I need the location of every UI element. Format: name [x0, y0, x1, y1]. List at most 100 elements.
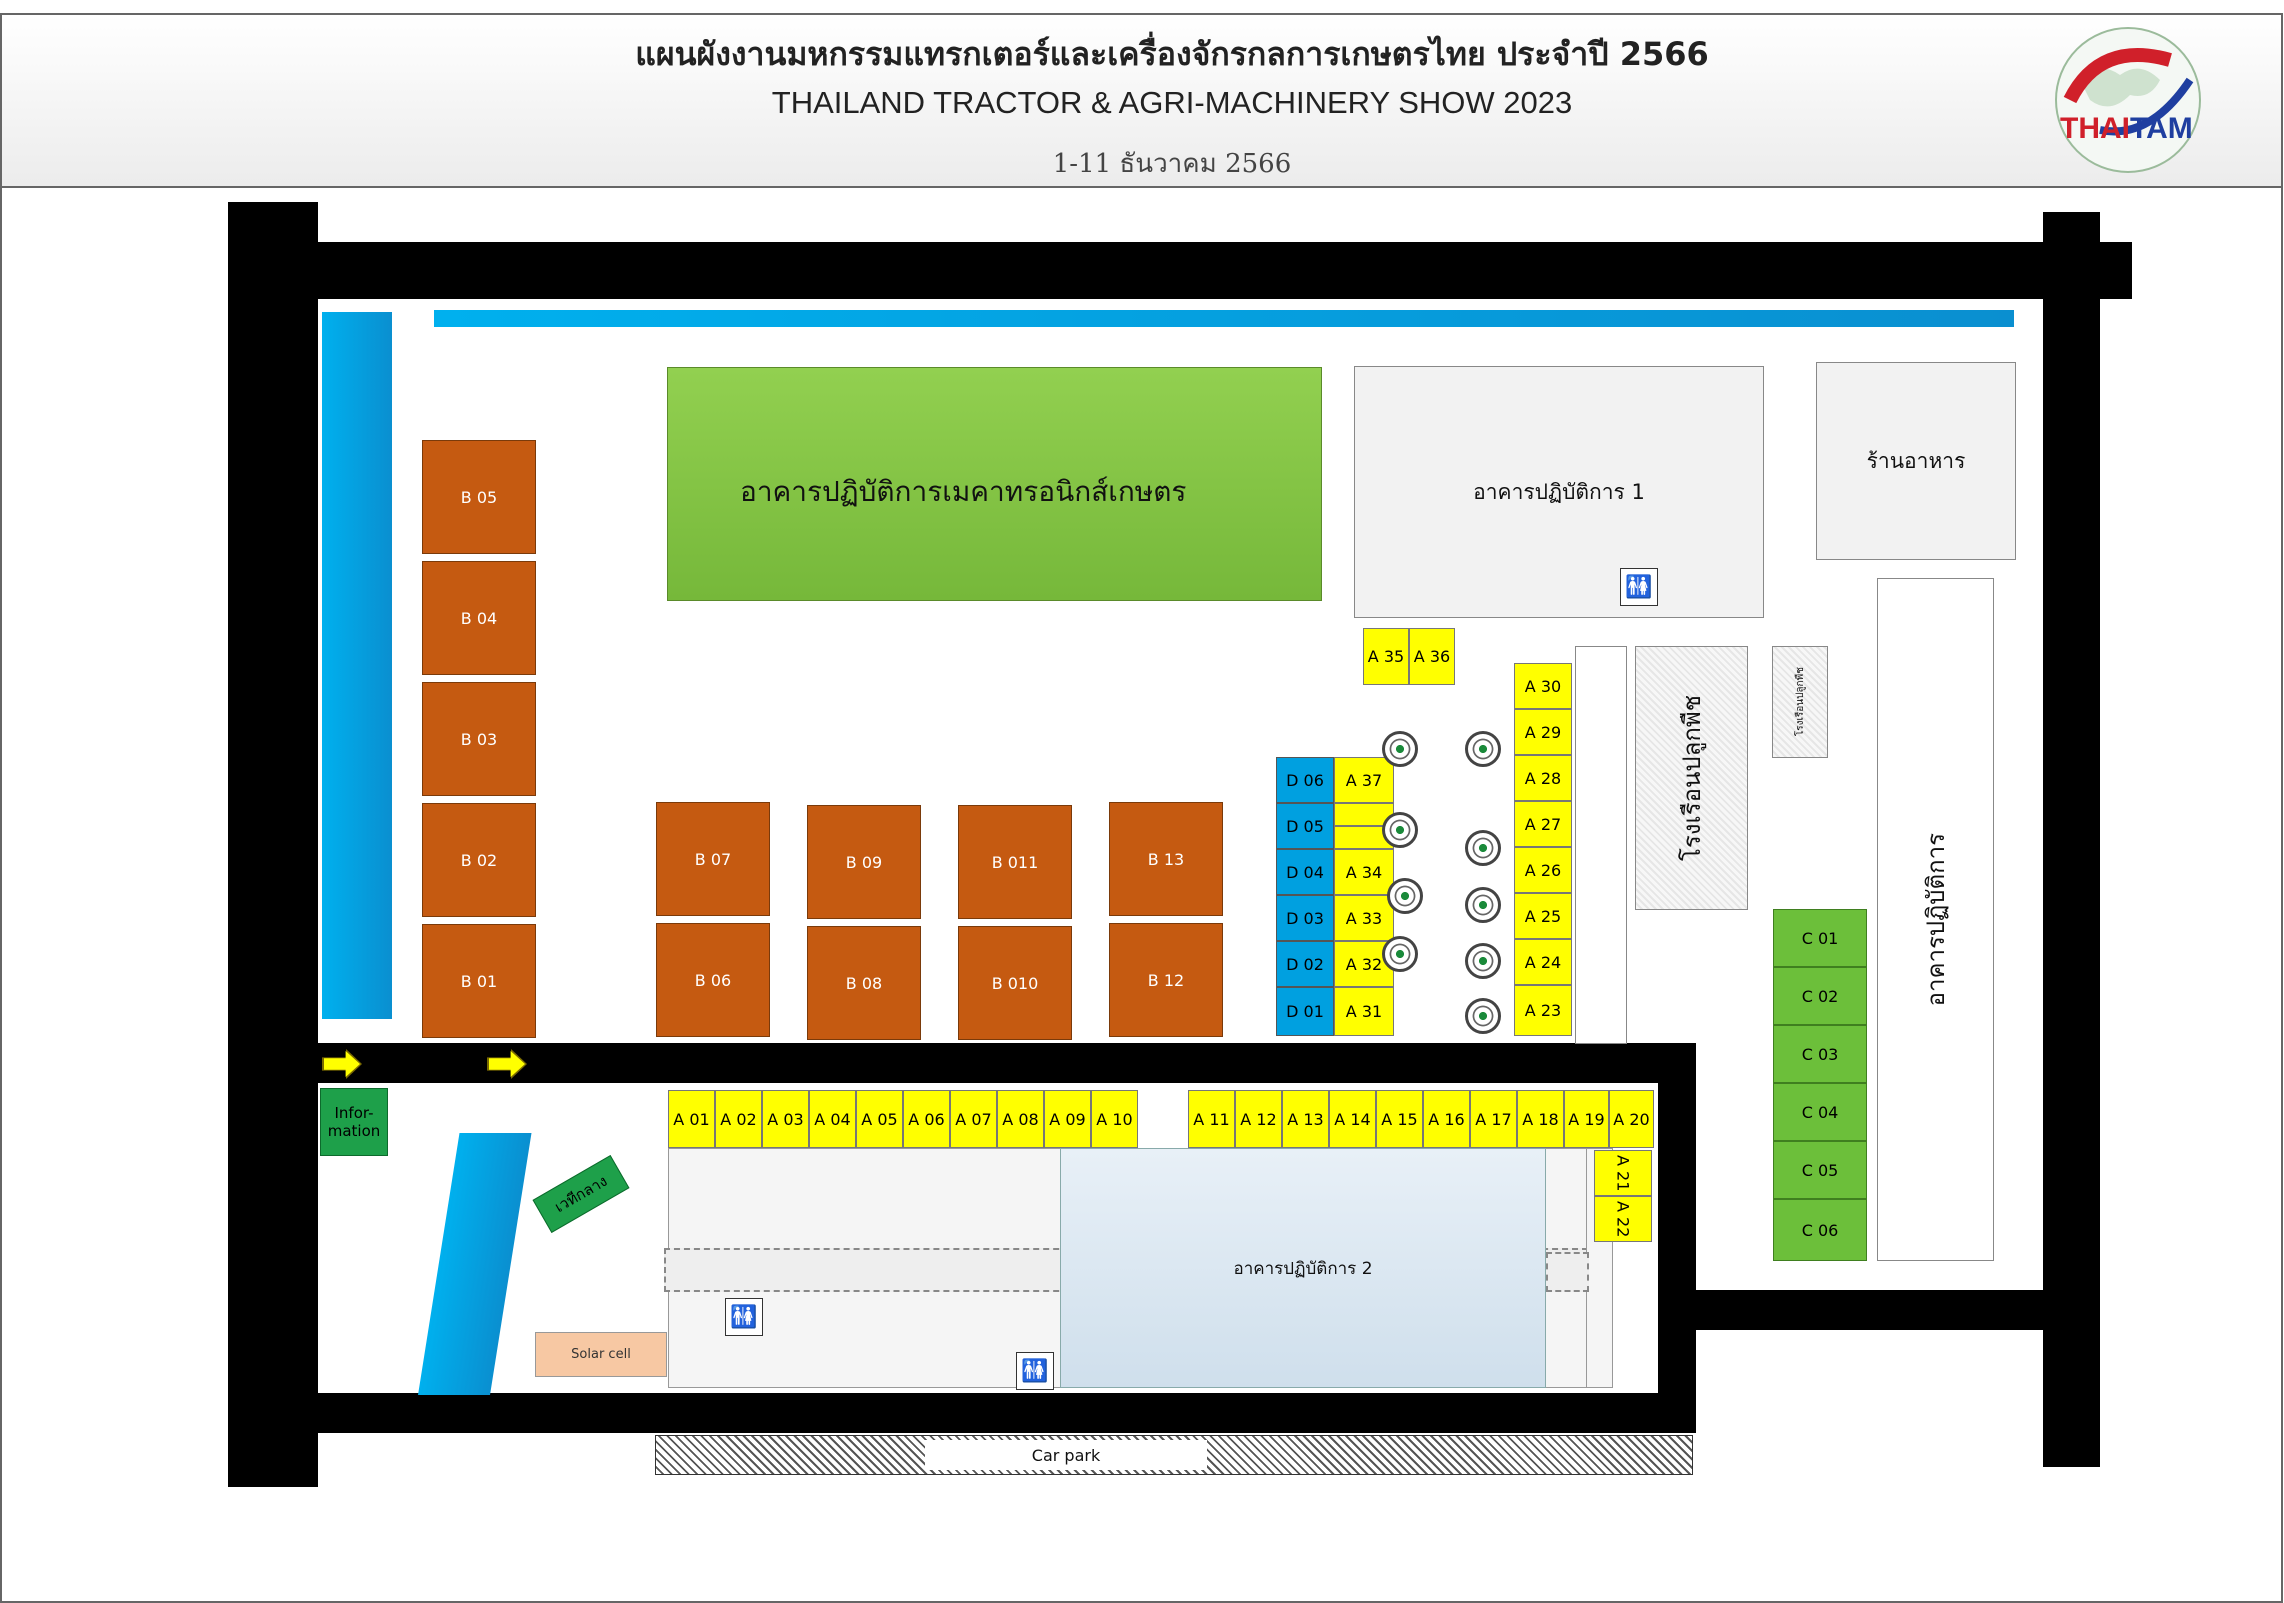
tree-icon [1465, 943, 1501, 979]
booth-b06[interactable]: B 06 [656, 923, 770, 1037]
booth-a05[interactable]: A 05 [856, 1090, 903, 1148]
tree-icon [1382, 936, 1418, 972]
booth-a15[interactable]: A 15 [1376, 1090, 1423, 1148]
booth-a10[interactable]: A 10 [1091, 1090, 1138, 1148]
booth-b12[interactable]: B 12 [1109, 923, 1223, 1037]
booth-a36[interactable]: A 36 [1409, 628, 1455, 685]
building-right-label: อาคารปฏิบัติการ [1922, 832, 1950, 1007]
booth-a19[interactable]: A 19 [1564, 1090, 1609, 1148]
booth-c06[interactable]: C 06 [1773, 1199, 1867, 1261]
building-1[interactable]: อาคารปฏิบัติการ 1 [1354, 366, 1764, 618]
booth-d06[interactable]: D 06 [1276, 757, 1334, 803]
booth-c02[interactable]: C 02 [1773, 967, 1867, 1025]
car-park-label: Car park [1031, 1445, 1101, 1465]
booth-a02[interactable]: A 02 [715, 1090, 762, 1148]
booth-a16[interactable]: A 16 [1423, 1090, 1470, 1148]
booth-a12[interactable]: A 12 [1235, 1090, 1282, 1148]
booth-a24[interactable]: A 24 [1514, 939, 1572, 985]
booth-c04[interactable]: C 04 [1773, 1083, 1867, 1141]
booth-a33[interactable]: A 33 [1334, 895, 1394, 941]
booth-a26[interactable]: A 26 [1514, 847, 1572, 893]
globe-logo-icon: THAI TAM [2055, 27, 2201, 173]
booth-b01[interactable]: B 01 [422, 924, 536, 1038]
building-mechatronics[interactable]: อาคารปฏิบัติการเมคาทรอนิกส์เกษตร [667, 367, 1322, 601]
booth-a28[interactable]: A 28 [1514, 755, 1572, 801]
booth-a29[interactable]: A 29 [1514, 709, 1572, 755]
restroom-icon: 🚻 [1620, 568, 1658, 606]
greenhouse-label: โรงเรือนปลูกพืช [1678, 695, 1706, 861]
tree-icon [1465, 731, 1501, 767]
booth-a07[interactable]: A 07 [950, 1090, 997, 1148]
booth-a11[interactable]: A 11 [1188, 1090, 1235, 1148]
restroom-icon: 🚻 [725, 1298, 763, 1336]
booth-a13[interactable]: A 13 [1282, 1090, 1329, 1148]
building-greenhouse[interactable]: โรงเรือนปลูกพืช [1635, 646, 1748, 910]
building-mechatronics-label: อาคารปฏิบัติการเมคาทรอนิกส์เกษตร [740, 475, 1187, 508]
solar-label: Solar cell [571, 1347, 631, 1362]
tree-icon [1387, 878, 1423, 914]
building-2[interactable]: อาคารปฏิบัติการ 2 [1060, 1148, 1546, 1388]
booth-b03[interactable]: B 03 [422, 682, 536, 796]
building-right[interactable]: อาคารปฏิบัติการ [1877, 578, 1994, 1261]
booth-a30[interactable]: A 30 [1514, 663, 1572, 709]
booth-a22[interactable]: A 22 [1594, 1196, 1652, 1242]
booth-b011[interactable]: B 011 [958, 805, 1072, 919]
building-2-right-dashed [1546, 1252, 1589, 1292]
restroom-icon: 🚻 [1016, 1352, 1054, 1390]
booth-a06[interactable]: A 06 [903, 1090, 950, 1148]
booth-a34[interactable]: A 34 [1334, 849, 1394, 895]
small-greenhouse-label: โรงเรือนปลูกพืช [1794, 667, 1806, 737]
tree-icon [1465, 887, 1501, 923]
solar-cell-area[interactable]: Solar cell [535, 1332, 667, 1377]
booth-a20[interactable]: A 20 [1609, 1090, 1654, 1148]
booth-b010[interactable]: B 010 [958, 926, 1072, 1040]
building-small-greenhouse[interactable]: โรงเรือนปลูกพืช [1772, 646, 1828, 758]
booth-a23[interactable]: A 23 [1514, 985, 1572, 1036]
booth-d05[interactable]: D 05 [1276, 803, 1334, 849]
booth-a18[interactable]: A 18 [1517, 1090, 1564, 1148]
booth-c01[interactable]: C 01 [1773, 909, 1867, 967]
booth-b08[interactable]: B 08 [807, 926, 921, 1040]
booth-b13[interactable]: B 13 [1109, 802, 1223, 916]
booth-d04[interactable]: D 04 [1276, 849, 1334, 895]
building-restaurant[interactable]: ร้านอาหาร [1816, 362, 2016, 560]
booth-a37[interactable]: A 37 [1334, 757, 1394, 803]
logo-thai-text: THAI [2060, 112, 2130, 145]
booth-c03[interactable]: C 03 [1773, 1025, 1867, 1083]
booth-a04[interactable]: A 04 [809, 1090, 856, 1148]
booth-a14[interactable]: A 14 [1329, 1090, 1376, 1148]
booth-b05[interactable]: B 05 [422, 440, 536, 554]
booth-c05[interactable]: C 05 [1773, 1141, 1867, 1199]
booth-a08[interactable]: A 08 [997, 1090, 1044, 1148]
tree-icon [1465, 830, 1501, 866]
road-right-lower [1696, 1290, 2046, 1330]
booth-a27[interactable]: A 27 [1514, 801, 1572, 847]
canal-left [322, 312, 392, 1019]
booth-b04[interactable]: B 04 [422, 561, 536, 675]
booth-a09[interactable]: A 09 [1044, 1090, 1091, 1148]
building-1-label: อาคารปฏิบัติการ 1 [1473, 479, 1645, 504]
booth-a31[interactable]: A 31 [1334, 987, 1394, 1036]
walkway-strip [1575, 646, 1627, 1044]
booth-d01[interactable]: D 01 [1276, 987, 1334, 1036]
booth-a01[interactable]: A 01 [668, 1090, 715, 1148]
booth-b07[interactable]: B 07 [656, 802, 770, 916]
booth-a17[interactable]: A 17 [1470, 1090, 1517, 1148]
road-top [228, 242, 2132, 299]
booth-b09[interactable]: B 09 [807, 805, 921, 919]
booth-a21[interactable]: A 21 [1594, 1150, 1652, 1196]
restaurant-label: ร้านอาหาร [1866, 448, 1966, 473]
booth-b02[interactable]: B 02 [422, 803, 536, 917]
information-booth[interactable]: Infor- mation [320, 1088, 388, 1156]
booth-a03[interactable]: A 03 [762, 1090, 809, 1148]
booth-a25[interactable]: A 25 [1514, 893, 1572, 939]
event-dates: 1-11 ธันวาคม 2566 [1052, 149, 1292, 179]
map-frame [0, 188, 2283, 1603]
car-park-label-box: Car park [925, 1440, 1207, 1470]
booth-d03[interactable]: D 03 [1276, 895, 1334, 941]
booth-a35[interactable]: A 35 [1363, 628, 1409, 685]
logo-tam-text: TAM [2130, 112, 2193, 145]
road-middle-right [1658, 1043, 1696, 1433]
booth-a22-label: A 22 [1613, 1200, 1633, 1238]
booth-d02[interactable]: D 02 [1276, 941, 1334, 987]
